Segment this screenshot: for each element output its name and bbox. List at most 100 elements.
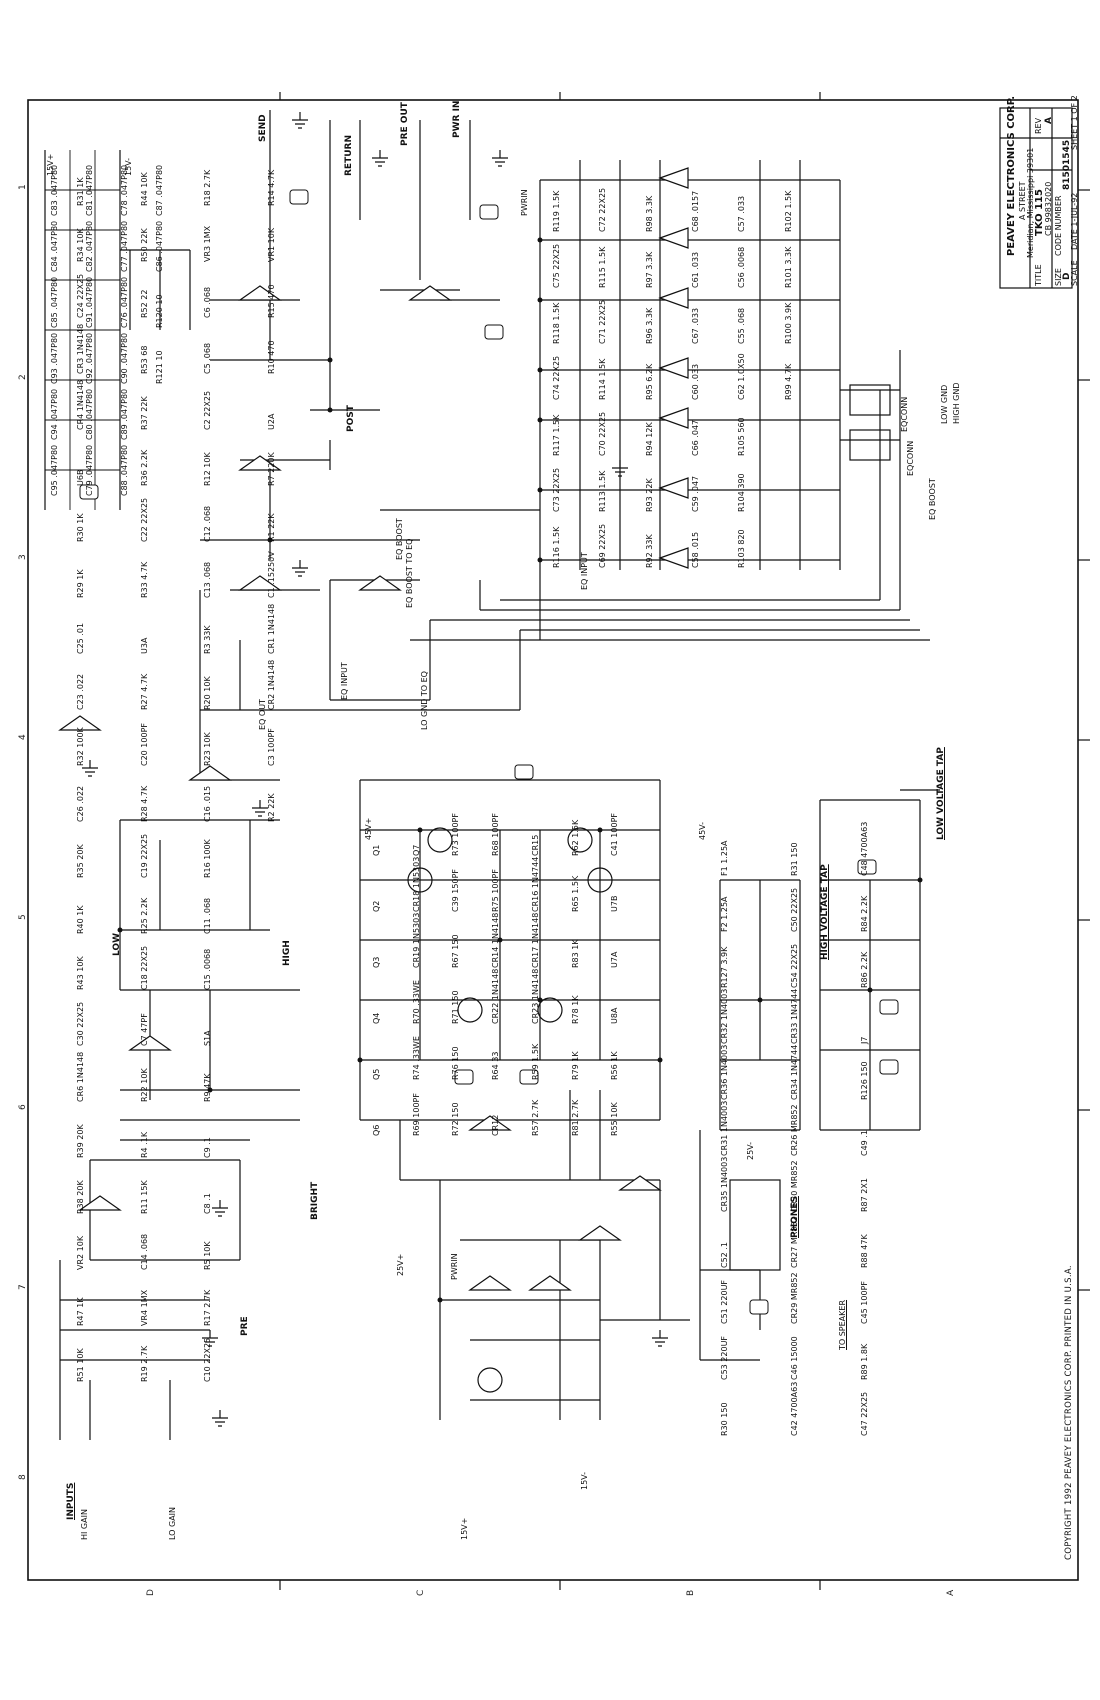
component-ref-label: R115 1.5K bbox=[598, 246, 608, 288]
component-ref-label: CR2 1N4148 bbox=[266, 659, 276, 710]
component-ref-label: R29 1K bbox=[76, 569, 85, 598]
component-ref-label: CR1 1N4148 bbox=[266, 603, 276, 654]
component-ref-label: R72 150 bbox=[451, 1102, 461, 1136]
component-ref-label: C71 22X25 bbox=[598, 299, 608, 344]
component-ref-label: R36 2.2K bbox=[139, 449, 149, 486]
cb-number: CB 99832020 bbox=[1044, 181, 1053, 236]
zone-row-b-bottom: B bbox=[686, 1589, 696, 1596]
component-ref-label: C2 22X25 bbox=[203, 390, 212, 430]
component-ref-label: R25 2.2K bbox=[139, 897, 149, 934]
component-ref-label: R23 10K bbox=[203, 732, 212, 766]
component-ref-label: C11 .068 bbox=[203, 897, 212, 934]
component-ref-label: VR4 1MX bbox=[139, 1289, 149, 1326]
component-ref-label: R38 20K bbox=[76, 1180, 85, 1214]
component-ref-label: C23 .022 bbox=[76, 673, 85, 710]
component-ref-label: U6B bbox=[76, 469, 85, 486]
component-ref-label: R116 1.5K bbox=[552, 526, 561, 568]
component-ref-label: R15 470 bbox=[266, 284, 276, 318]
component-ref-label: CR34 1N4744 bbox=[790, 1044, 799, 1100]
zone-row-d-bottom: D bbox=[146, 1589, 156, 1596]
component-ref-label: R67 150 bbox=[451, 934, 461, 968]
component-ref-label: R64 33 bbox=[491, 1051, 501, 1080]
component-ref-label: R30 1K bbox=[76, 513, 85, 542]
component-ref-label: C12 .068 bbox=[203, 505, 212, 542]
component-ref-label: R78 1K bbox=[570, 995, 580, 1024]
component-ref-label: R98 3.3K bbox=[644, 195, 654, 232]
component-ref-label: R99 4.7K bbox=[783, 363, 793, 400]
scale-label: SCALE bbox=[1070, 260, 1079, 286]
component-ref-label: R1 22K bbox=[266, 513, 276, 542]
component-ref-label: C51 220UF bbox=[720, 1279, 729, 1324]
component-ref-label: R69 100PF bbox=[411, 1093, 421, 1136]
component-ref-label: Q4 bbox=[372, 1012, 381, 1024]
component-ref-label: C58 .015 bbox=[691, 531, 700, 568]
component-ref-label: C91 .047P80 bbox=[85, 276, 94, 328]
component-ref-label: R73 100PF bbox=[451, 813, 461, 856]
component-ref-label: F1 1.25A bbox=[720, 840, 729, 876]
component-ref-label: C8 .1 bbox=[203, 1193, 212, 1214]
component-ref-label: R95 6.2K bbox=[644, 363, 654, 400]
component-ref-label: C6 .068 bbox=[203, 286, 212, 318]
component-ref-label: C5 .068 bbox=[203, 342, 212, 374]
component-ref-label: C61 .033 bbox=[691, 251, 700, 288]
eq-boost-right-label: EQ BOOST bbox=[928, 478, 937, 520]
component-ref-label: C13 .068 bbox=[203, 561, 212, 598]
component-ref-label: R30 150 bbox=[720, 1402, 729, 1436]
component-ref-label: R81 2.7K bbox=[570, 1099, 580, 1136]
supply-15v-minus-b: 15V- bbox=[580, 1471, 589, 1490]
code-label: CODE NUMBER bbox=[1054, 195, 1063, 256]
company-name: PEAVEY ELECTRONICS CORP. bbox=[1006, 95, 1017, 256]
eq-out-label: EQ OUT bbox=[258, 699, 267, 730]
component-ref-label: C76 .047P80 bbox=[120, 276, 129, 328]
component-ref-label: R39 20K bbox=[76, 1124, 85, 1158]
pre-out-label: PRE OUT bbox=[400, 102, 410, 146]
component-ref-label: R93 22K bbox=[644, 478, 654, 512]
zone-col-8: 8 bbox=[18, 1474, 28, 1480]
component-ref-label: C1 .15250V bbox=[266, 551, 276, 598]
component-ref-label: R96 3.3K bbox=[644, 307, 654, 344]
component-ref-label: R33 4.7K bbox=[139, 561, 149, 598]
component-ref-label: C67 .033 bbox=[691, 307, 700, 344]
component-ref-label: C45 100PF bbox=[860, 1280, 869, 1324]
component-ref-label: R18 2.7K bbox=[203, 169, 212, 206]
component-ref-label: C52 .1 bbox=[720, 1242, 729, 1268]
component-ref-label: C77 .047P80 bbox=[120, 220, 129, 272]
rev-value: A bbox=[1044, 117, 1054, 124]
component-ref-label: R101 3.3K bbox=[783, 246, 793, 288]
component-ref-label: CR22 1N4148 bbox=[491, 968, 501, 1024]
component-ref-label: CR26 MR852 bbox=[790, 1104, 799, 1156]
zone-row-a-bottom: A bbox=[946, 1589, 956, 1596]
component-ref-label: Q6 bbox=[372, 1124, 381, 1136]
component-ref-label: Q2 bbox=[372, 900, 381, 912]
component-ref-label: C89 .047P80 bbox=[120, 388, 129, 440]
component-ref-label: CR18 1N5303 bbox=[411, 856, 421, 912]
component-ref-label: R55 10K bbox=[610, 1102, 620, 1136]
component-ref-label: C68 .0157 bbox=[691, 190, 700, 232]
component-ref-label: C60 .033 bbox=[691, 363, 700, 400]
component-ref-label: R5 10K bbox=[203, 1241, 212, 1270]
component-ref-label: R68 100PF bbox=[491, 813, 501, 856]
component-ref-label: VR1 10K bbox=[266, 227, 276, 262]
inputs-label: INPUTS bbox=[66, 1482, 76, 1520]
supply-25v-plus: 25V+ bbox=[396, 1253, 405, 1276]
to-speaker-label: TO SPEAKER bbox=[838, 1299, 847, 1350]
component-ref-label: CR19 1N5303 bbox=[411, 912, 421, 968]
component-ref-label: CR35 1N4003 bbox=[720, 1156, 729, 1212]
post-label: POST bbox=[346, 405, 356, 432]
component-ref-label: CR14 1N4148 bbox=[491, 912, 501, 968]
component-ref-label: CR32 1N4003 bbox=[720, 988, 729, 1044]
component-ref-label: CR12 bbox=[491, 1114, 501, 1136]
pwrin-label-a: PWRIN bbox=[520, 189, 529, 216]
component-ref-label: R70 .33WE bbox=[411, 980, 421, 1024]
component-ref-label: Q1 bbox=[372, 844, 381, 856]
zone-row-c-bottom: C bbox=[416, 1589, 426, 1596]
component-ref-label: C82 .047P80 bbox=[85, 220, 94, 272]
component-ref-label: CR33 1N4744 bbox=[790, 988, 799, 1044]
component-ref-label: CR31 1N4003 bbox=[720, 1100, 729, 1156]
component-ref-label: CR23 1N4148 bbox=[530, 968, 540, 1024]
supply-45v-minus: 45V- bbox=[698, 821, 707, 840]
component-ref-label: R118 1.5K bbox=[552, 302, 561, 344]
component-ref-label: C83 .047P80 bbox=[50, 164, 59, 216]
component-ref-label: C7 47PF bbox=[139, 1013, 149, 1046]
component-ref-label: C39 150PF bbox=[451, 868, 461, 912]
